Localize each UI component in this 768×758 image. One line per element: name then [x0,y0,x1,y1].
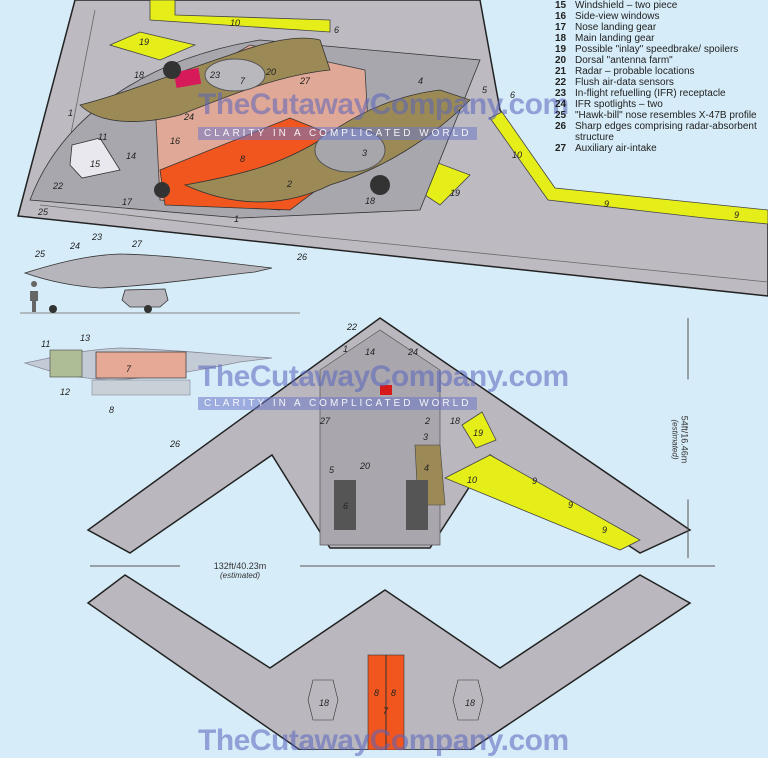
watermark: TheCutawayCompany.com [198,360,569,393]
nose-gear-wheel [154,182,170,198]
main-gear-door [121,288,169,308]
side-view [20,253,300,396]
bottom-view [86,574,692,750]
gear-door [452,679,484,721]
person-silhouette [30,281,38,312]
plan-exhaust [406,480,428,530]
plan-speedbrakes [444,454,641,551]
main-gear-wheel [370,175,390,195]
cockpit-box [49,349,83,378]
ifr-receptacle [173,67,202,88]
speedbrake-10 [149,0,331,33]
panel-line [39,204,768,283]
legend-item: 25"Hawk-bill" nose resembles X-47B profi… [555,110,757,121]
trailing-edge-strip [489,111,768,225]
watermark: TheCutawayCompany.com [198,88,569,121]
gear-door [307,679,339,721]
plan-ifr [380,385,392,395]
bay-7-side [95,351,187,379]
length-label: 54ft/16.46m(estimated) [670,379,690,500]
bay-8-side [91,379,191,396]
watermark: TheCutawayCompany.com [198,724,569,757]
watermark-tagline: CLARITY IN A COMPLICATED WORLD [198,127,478,140]
watermark-tagline: CLARITY IN A COMPLICATED WORLD [198,397,478,410]
span-label: 132ft/40.23m(estimated) [180,561,300,580]
plan-exhaust [334,480,356,530]
side-nose-wheel [49,305,57,313]
side-fuselage [23,253,273,289]
windshield-15 [69,137,121,179]
engine-compressor-left [204,58,266,92]
plan-speedbrake-19 [461,411,497,449]
main-gear-wheel [163,61,181,79]
side-wheel [144,305,152,313]
plan-view [86,317,715,567]
speedbrake-19 [108,31,197,61]
